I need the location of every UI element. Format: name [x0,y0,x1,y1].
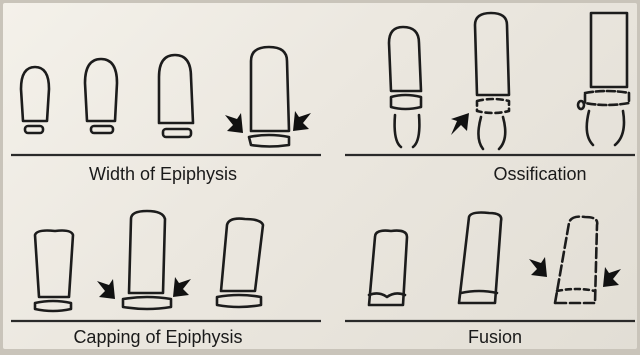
bone-stage-1 [389,27,421,147]
caption-capping-of-epiphysis: Capping of Epiphysis [3,327,323,348]
bone-stage-2 [459,213,501,304]
bone-stage-3 [217,219,263,307]
epiphysis-diagram: Width of Epiphysis Ossificatio [3,3,637,349]
arrow-icon [97,279,115,299]
bone-stage-3 [555,217,597,303]
panel-width-of-epiphysis: Width of Epiphysis [3,3,323,179]
bone-stage-2 [475,13,509,149]
panel-ossification: Ossification [323,3,637,179]
bone-stage-1 [35,231,73,312]
arrow-icon [293,111,311,131]
bone-stage-4 [249,47,289,147]
bone-stage-3 [159,55,193,137]
arrow-icon [529,257,547,277]
arrow-icon [603,267,621,287]
fusion-drawing [323,179,637,349]
bone-stage-2 [123,211,171,309]
arrow-icon [225,113,243,133]
panel-fusion: Fusion [323,179,637,349]
bone-stage-1 [21,67,49,133]
width-of-epiphysis-drawing [3,3,323,179]
arrow-icon [451,113,469,135]
caption-fusion: Fusion [323,327,637,348]
arrow-icon [173,277,191,297]
bone-stage-2 [85,59,117,133]
bone-stage-3 [578,13,629,145]
bone-stage-1 [369,231,407,305]
capping-of-epiphysis-drawing [3,179,323,349]
ossification-drawing [323,3,637,179]
panel-capping-of-epiphysis: Capping of Epiphysis [3,179,323,349]
